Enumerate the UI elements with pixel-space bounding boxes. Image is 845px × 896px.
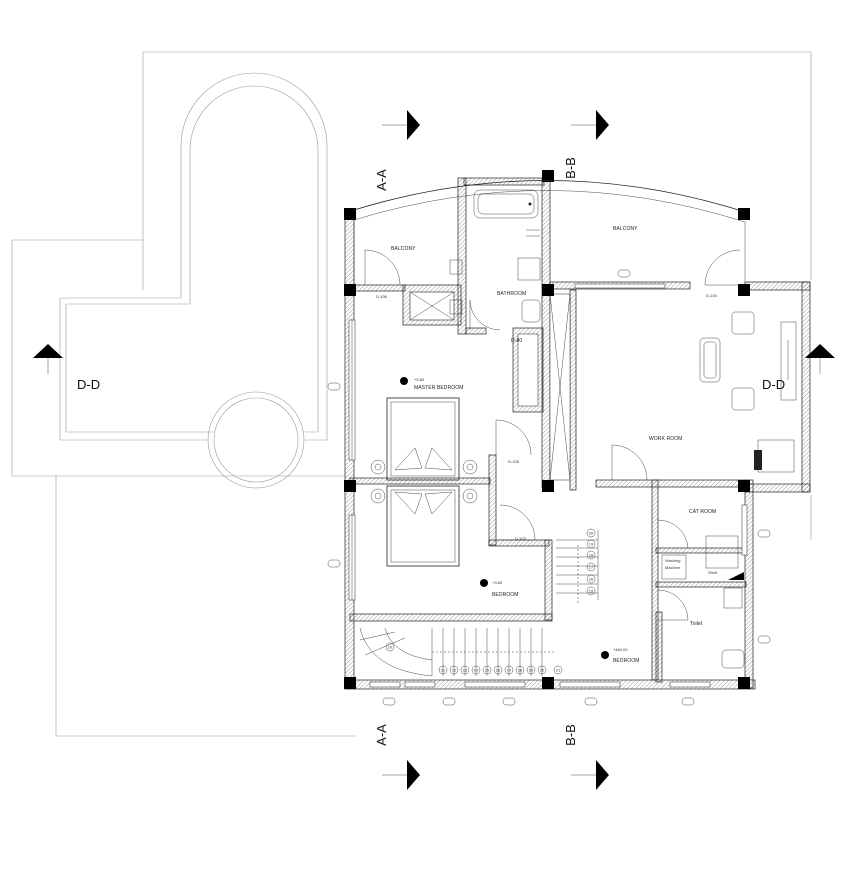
- stair-step-numbers: 20 19 18 17 16 15 10 11 12 13 14 15 16 1…: [385, 528, 596, 675]
- room-label-washing-1: Washing: [665, 558, 680, 563]
- section-label-b-top: B-B: [563, 157, 578, 179]
- room-label-cat-room: CAT ROOM: [689, 509, 716, 515]
- level-label-bedroom-bottom: +460.00: [613, 647, 628, 652]
- section-label-b-bottom: B-B: [563, 724, 578, 746]
- level-label-bedroom-center: +3.80: [492, 580, 503, 585]
- balcony-curved-rail: [353, 180, 746, 285]
- room-label-bedroom-center: BEDROOM: [492, 592, 519, 598]
- stair-step-label: 17: [589, 565, 594, 570]
- door-label-d106: D-106: [376, 294, 388, 299]
- walls: [344, 177, 811, 690]
- room-label-shelf: Shelf: [708, 570, 718, 575]
- level-markers: [400, 377, 609, 659]
- room-label-master-bedroom: MASTER BEDROOM: [414, 385, 463, 391]
- room-label-balcony-right: BALCONY: [613, 226, 638, 232]
- room-label-bathroom: BATHROOM: [497, 291, 526, 297]
- stair-step-label: 10: [388, 645, 393, 650]
- stair-step-label: 17: [507, 668, 512, 673]
- pool-terrace: [59, 72, 328, 489]
- stair-step-label: 16: [496, 668, 501, 673]
- door-swings: [364, 249, 741, 621]
- stair-step-label: 16: [589, 577, 594, 582]
- site-outline: [11, 51, 812, 737]
- structural-columns: [344, 170, 750, 689]
- stair-step-label: 20: [589, 531, 594, 536]
- section-label-a-bottom: A-A: [374, 724, 389, 746]
- work-room-furniture: [699, 311, 797, 473]
- section-label-a-top: A-A: [374, 169, 389, 191]
- stair-step-label: 15: [485, 668, 490, 673]
- stair-step-label: 14: [474, 668, 479, 673]
- section-label-d-left: D-D: [77, 377, 100, 392]
- stair-step-label: 12: [452, 668, 457, 673]
- door-label-d80: D-80: [511, 338, 522, 344]
- level-label-master-bedroom: +5.80: [414, 377, 425, 382]
- room-label-washing-2: Machine: [665, 565, 681, 570]
- room-label-balcony-left: BALCONY: [391, 246, 416, 252]
- door-label-d105: D-105: [508, 459, 520, 464]
- staircase: [359, 530, 599, 677]
- section-label-d-right: D-D: [762, 377, 785, 392]
- stair-step-label: 19: [589, 542, 594, 547]
- stair-step-label: 20: [540, 668, 545, 673]
- stair-step-label: 21: [556, 668, 561, 673]
- stair-step-label: 13: [463, 668, 468, 673]
- stair-step-label: 11: [441, 668, 446, 673]
- room-label-toilet: Toilet: [690, 621, 703, 627]
- window-tags: [327, 269, 771, 706]
- stair-step-label: 18: [589, 553, 594, 558]
- stair-step-label: 19: [529, 668, 534, 673]
- bathroom-fixtures: [449, 189, 541, 323]
- stair-step-label: 18: [518, 668, 523, 673]
- windows: [348, 283, 748, 688]
- beds: [370, 397, 478, 567]
- section-markers: [33, 110, 835, 790]
- door-label-d100: D-100: [706, 293, 718, 298]
- stair-step-label: 15: [589, 589, 594, 594]
- service-fixtures: [661, 535, 745, 669]
- room-label-bedroom-bottom: BEDROOM: [613, 658, 640, 664]
- door-label-d103: D-103: [515, 536, 527, 541]
- room-label-work-room: WORK ROOM: [649, 436, 682, 442]
